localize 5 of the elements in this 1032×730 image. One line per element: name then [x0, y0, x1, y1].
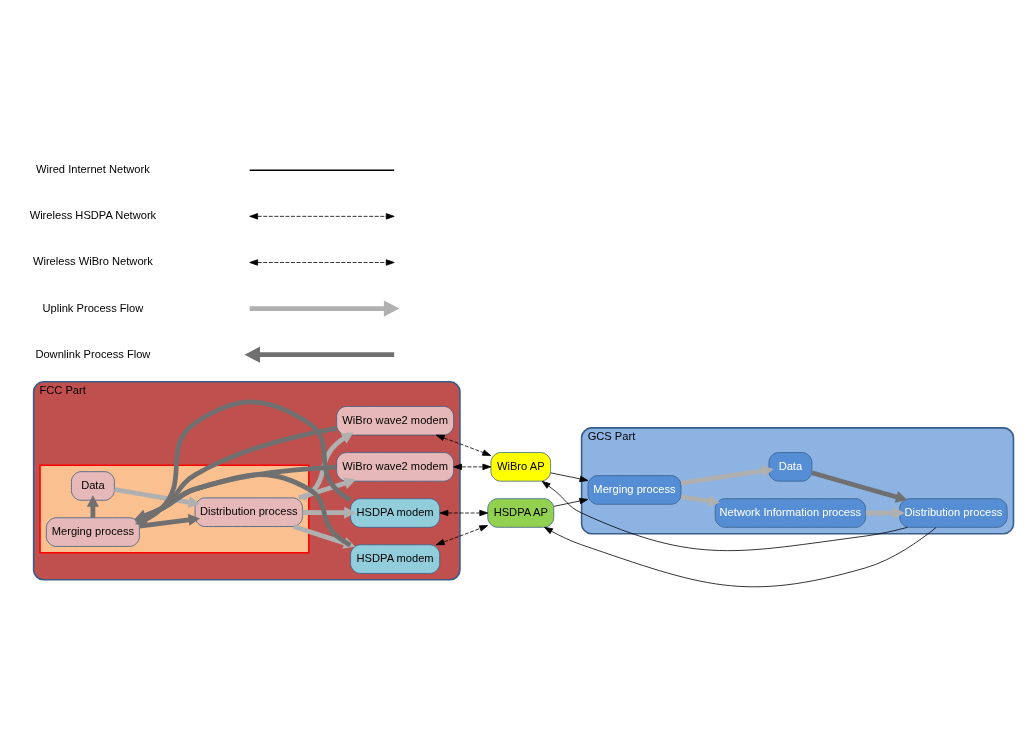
legend-label: Wireless HSDPA Network — [29, 209, 157, 222]
legend-label: Downlink Process Flow — [35, 347, 151, 360]
legend-label: Wired Internet Network — [36, 163, 150, 176]
legend-label: Wireless WiBro Network — [32, 255, 153, 268]
legend-label: Uplink Process Flow — [42, 301, 144, 314]
